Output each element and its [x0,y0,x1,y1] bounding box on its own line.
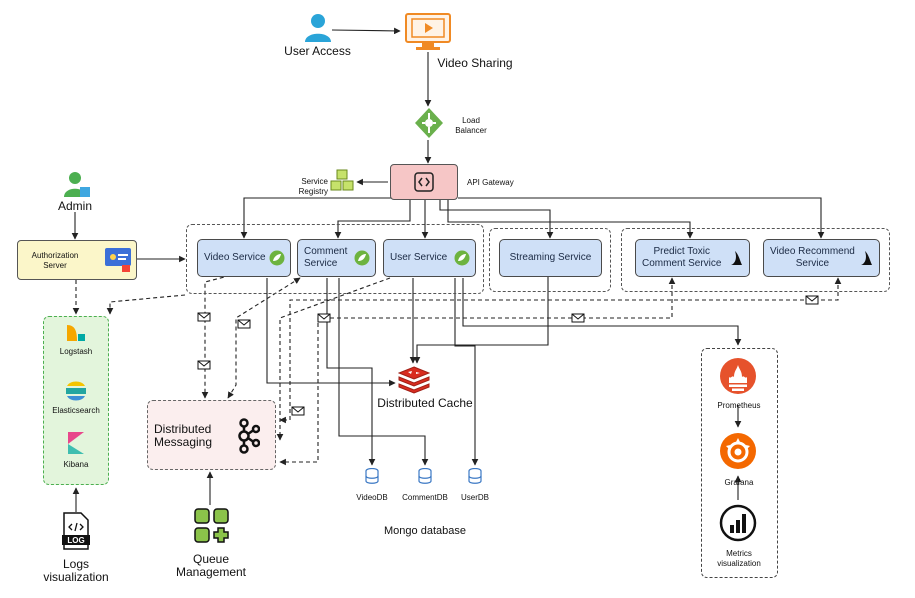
authorization-server-label: Authorization Server [31,251,79,270]
flask-icon [861,251,872,265]
videodb-icon [365,468,379,484]
predict-toxic-service-label: Predict Toxic Comment Service [642,246,722,269]
distributed-messaging-label: Distributed Messaging [154,422,213,449]
logs-visualization-label: Logs visualization [43,557,109,584]
service-registry-label: Service Registry [298,177,328,196]
distributed-cache-label: Distributed Cache [377,396,473,410]
grafana-label: Grafana [724,478,754,487]
elasticsearch-label: Elasticsearch [52,406,100,415]
api-gateway-box[interactable] [390,164,458,200]
prometheus-icon [720,358,756,394]
grafana-icon [720,433,756,469]
svg-text:LOG: LOG [67,536,84,545]
user-access-label: User Access [284,44,351,58]
admin-icon [63,170,91,198]
kibana-label: Kibana [63,460,89,469]
commentdb-icon [418,468,432,484]
load-balancer-icon [414,107,444,139]
mongo-database-label: Mongo database [384,525,466,537]
distributed-messaging-box[interactable] [147,400,276,470]
streaming-service-box[interactable]: Streaming Service [499,239,602,277]
authorization-server-box[interactable]: Authorization Server [17,240,137,280]
video-sharing-label: Video Sharing [437,56,513,70]
monitoring-group [701,348,778,578]
logstash-icon [67,325,85,341]
spring-icon [354,250,370,266]
authorization-icon [105,248,131,272]
metrics-visualization-label: Metrics visualization [717,549,761,568]
userdb-label: UserDB [460,493,489,502]
userdb-icon [468,468,482,484]
service-registry-icon [329,168,355,194]
video-service-box[interactable]: Video Service [197,239,291,277]
metrics-chart-icon [719,504,757,542]
kibana-icon [68,432,84,454]
load-balancer-label: Load Balancer [455,116,487,135]
log-file-icon: LOG [62,512,90,550]
spring-icon [269,250,285,266]
predict-toxic-service-box[interactable]: Predict Toxic Comment Service [635,239,750,277]
flask-icon [731,251,742,265]
queue-management-label: Queue Management [175,552,247,579]
streaming-service-group [489,228,611,292]
spring-icon [454,250,470,266]
logstash-label: Logstash [59,347,93,356]
comment-service-label: Comment Service [304,246,348,269]
user-service-box[interactable]: User Service [383,239,476,277]
video-recommend-service-box[interactable]: Video Recommend Service [763,239,880,277]
user-access-icon [303,12,333,42]
admin-label: Admin [57,199,92,213]
api-gateway-label: API Gateway [467,178,514,187]
kafka-icon [238,418,260,454]
elasticsearch-icon [66,381,86,401]
commentdb-label: CommentDB [402,493,448,502]
comment-service-box[interactable]: Comment Service [297,239,376,277]
videodb-label: VideoDB [356,493,388,502]
code-icon [414,172,434,192]
video-recommend-service-label: Video Recommend Service [770,246,855,269]
streaming-service-label: Streaming Service [509,252,592,263]
redis-icon [398,366,430,394]
video-service-label: Video Service [204,252,266,263]
user-service-label: User Service [390,252,448,263]
queue-management-icon [194,508,229,543]
ml-services-group [621,228,890,292]
prometheus-label: Prometheus [717,401,761,410]
core-services-group [186,224,484,294]
video-sharing-icon [404,12,452,52]
